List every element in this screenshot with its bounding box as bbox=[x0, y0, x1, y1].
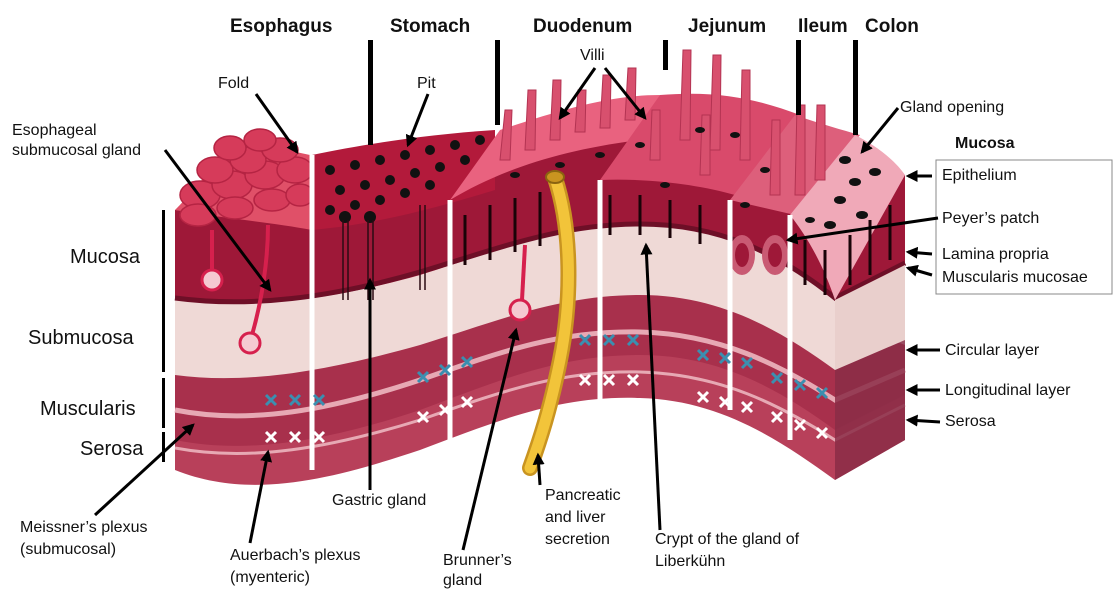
left-brackets bbox=[162, 210, 165, 462]
segment-colon: Colon bbox=[865, 16, 919, 37]
duct-opening bbox=[546, 171, 564, 183]
legend-muscularis-mucosae: Muscularis mucosae bbox=[942, 269, 1088, 286]
label-crypt-2: Liberkühn bbox=[655, 553, 725, 570]
label-villi: Villi bbox=[580, 47, 605, 64]
layer-muscularis: Muscularis bbox=[40, 398, 136, 420]
layer-mucosa: Mucosa bbox=[70, 246, 141, 268]
label-brunner-1: Brunner’s bbox=[443, 552, 512, 569]
label-pit: Pit bbox=[417, 75, 436, 92]
legend-heading-mucosa: Mucosa bbox=[955, 135, 1015, 152]
layer-submucosa: Submucosa bbox=[28, 327, 134, 349]
label-meissner-2: (submucosal) bbox=[20, 541, 116, 558]
label-brunner-2: gland bbox=[443, 572, 482, 589]
legend-lamina-propria: Lamina propria bbox=[942, 246, 1049, 263]
label-pancreatic-2: and liver bbox=[545, 509, 606, 526]
label-auerbach-1: Auerbach’s plexus bbox=[230, 547, 360, 564]
legend-peyers-patch: Peyer’s patch bbox=[942, 210, 1039, 227]
layer-serosa: Serosa bbox=[80, 438, 144, 460]
label-esophageal-2: submucosal gland bbox=[12, 142, 141, 159]
segment-esophagus: Esophagus bbox=[230, 16, 332, 37]
legend-longitudinal-layer: Longitudinal layer bbox=[945, 382, 1071, 399]
label-gastric-gland: Gastric gland bbox=[332, 492, 426, 509]
segment-ileum: Ileum bbox=[798, 16, 848, 37]
label-fold: Fold bbox=[218, 75, 249, 92]
label-meissner-1: Meissner’s plexus bbox=[20, 519, 147, 536]
legend-serosa: Serosa bbox=[945, 413, 996, 430]
label-esophageal-1: Esophageal bbox=[12, 122, 97, 139]
label-pancreatic-1: Pancreatic bbox=[545, 487, 621, 504]
label-auerbach-2: (myenteric) bbox=[230, 569, 310, 586]
label-gland-opening: Gland opening bbox=[900, 99, 1004, 116]
segment-duodenum: Duodenum bbox=[533, 16, 632, 37]
label-pancreatic-3: secretion bbox=[545, 531, 610, 548]
segment-jejunum: Jejunum bbox=[688, 16, 766, 37]
legend-epithelium: Epithelium bbox=[942, 167, 1017, 184]
legend-circular-layer: Circular layer bbox=[945, 342, 1040, 359]
label-crypt-1: Crypt of the gland of bbox=[655, 531, 800, 548]
segment-stomach: Stomach bbox=[390, 16, 470, 37]
